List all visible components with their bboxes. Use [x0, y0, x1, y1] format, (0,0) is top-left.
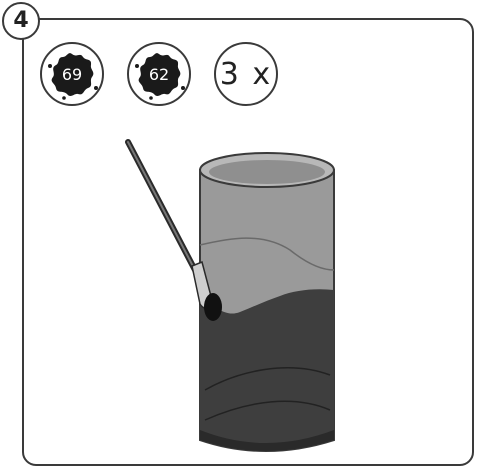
painting-illustration	[0, 0, 482, 473]
